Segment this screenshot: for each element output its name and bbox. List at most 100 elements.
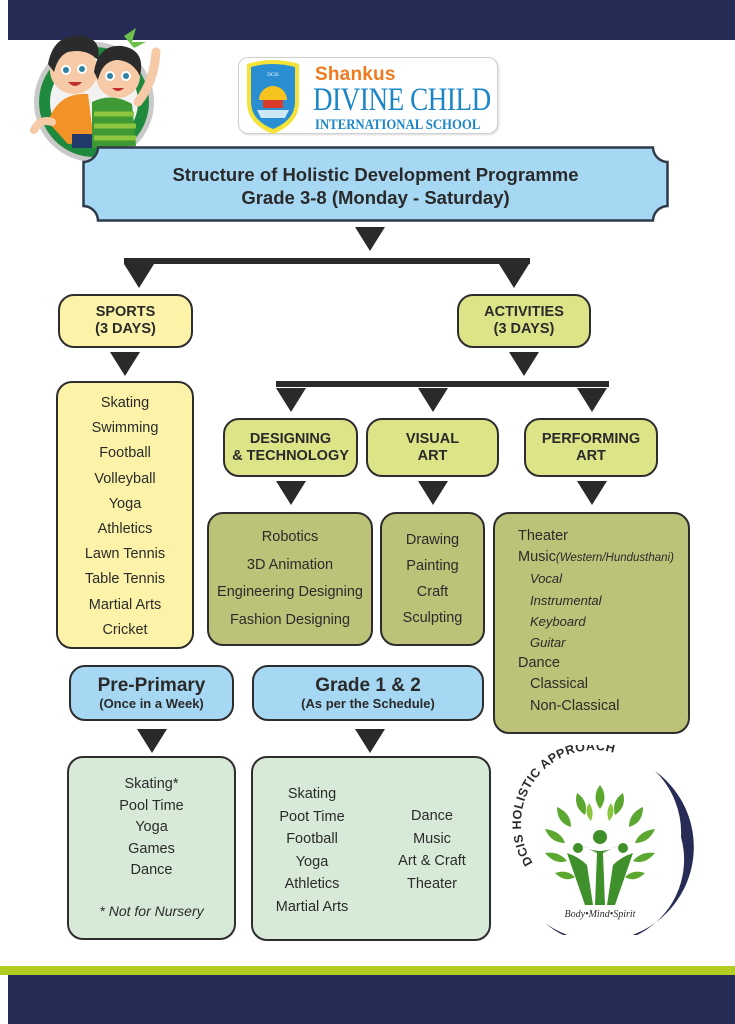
list-item: Martial Arts bbox=[88, 596, 162, 613]
bottom-navy-bar bbox=[8, 975, 735, 1024]
list-item: Engineering Designing bbox=[217, 584, 363, 600]
list-item: Dance bbox=[411, 808, 453, 824]
performing-sub-item: Instrumental bbox=[530, 592, 602, 608]
visual-title-line1: VISUAL bbox=[405, 430, 460, 447]
designing-title-line2: & TECHNOLOGY bbox=[232, 447, 349, 464]
list-item: Yoga bbox=[135, 819, 168, 835]
brand-main-text: DIVINE CHILD bbox=[313, 82, 491, 118]
performing-item: Theater bbox=[518, 528, 568, 544]
grade12-schedule: (As per the Schedule) bbox=[301, 695, 435, 711]
grade12-header: Grade 1 & 2 (As per the Schedule) bbox=[252, 665, 484, 721]
school-crest-icon: DCIS bbox=[247, 60, 299, 134]
arrow-down-icon bbox=[418, 388, 448, 412]
performing-sub-item: Classical bbox=[530, 676, 589, 693]
list-item: Athletics bbox=[97, 520, 153, 537]
performing-item: Music(Western/Hundusthani) bbox=[518, 547, 711, 568]
arrow-down-icon bbox=[110, 352, 140, 376]
performing-sub-item: Guitar bbox=[530, 634, 566, 650]
performing-sub-item: Non-Classical bbox=[530, 697, 620, 714]
page-subtitle: Grade 3-8 (Monday - Saturday) bbox=[241, 187, 510, 208]
page-title: Structure of Holistic Development Progra… bbox=[172, 164, 579, 185]
list-item: Pool Time bbox=[119, 797, 184, 814]
arrow-down-icon bbox=[418, 481, 448, 505]
svg-text:Body•Mind•Spirit: Body•Mind•Spirit bbox=[565, 909, 636, 920]
list-item: Music bbox=[413, 830, 451, 847]
pre-primary-title: Pre-Primary bbox=[97, 674, 206, 696]
arrow-down-icon bbox=[577, 481, 607, 505]
list-item: Dance bbox=[130, 862, 173, 878]
holistic-approach-emblem: DCIS HOLISTIC APPROACH Body•Mind•Spiri bbox=[505, 739, 695, 944]
list-item: Art & Craft bbox=[398, 853, 466, 869]
connector-line bbox=[124, 258, 530, 264]
designing-technology-header: DESIGNING & TECHNOLOGY bbox=[223, 418, 358, 477]
performing-item: Dance bbox=[518, 655, 560, 672]
pre-primary-note: * Not for Nursery bbox=[99, 903, 204, 919]
list-item: Swimming bbox=[91, 420, 159, 437]
arrow-down-icon bbox=[509, 352, 539, 376]
list-item: Martial Arts bbox=[275, 898, 349, 915]
list-item: Football bbox=[99, 445, 151, 462]
list-item: Football bbox=[286, 831, 338, 847]
brand-sub-text: INTERNATIONAL SCHOOL bbox=[315, 117, 481, 133]
title-banner: Structure of Holistic Development Progra… bbox=[82, 146, 669, 222]
performing-sub-item: Keyboard bbox=[530, 613, 586, 629]
list-item: Fashion Designing bbox=[229, 611, 351, 628]
performing-title-line1: PERFORMING bbox=[541, 430, 641, 447]
list-item: Skating bbox=[100, 395, 150, 411]
list-item: Skating bbox=[287, 786, 337, 802]
sports-header: SPORTS (3 DAYS) bbox=[58, 294, 193, 348]
pre-primary-header: Pre-Primary (Once in a Week) bbox=[69, 665, 234, 721]
visual-title-line2: ART bbox=[417, 447, 448, 464]
list-item: Yoga bbox=[108, 495, 142, 512]
kids-mascot-illustration bbox=[28, 22, 168, 172]
performing-art-header: PERFORMING ART bbox=[524, 418, 658, 477]
connector-line bbox=[276, 381, 609, 387]
list-item: 3D Animation bbox=[246, 556, 334, 573]
performing-list-box: Theater Music(Western/Hundusthani) Vocal… bbox=[493, 512, 690, 734]
arrow-down-icon bbox=[137, 729, 167, 753]
bottom-lime-stripe bbox=[0, 966, 735, 975]
music-note: (Western/Hundusthani) bbox=[555, 552, 674, 565]
grade12-title: Grade 1 & 2 bbox=[315, 674, 421, 696]
designing-title-line1: DESIGNING bbox=[249, 430, 332, 447]
performing-sub-item: Vocal bbox=[530, 571, 563, 587]
activities-days: (3 DAYS) bbox=[493, 321, 555, 337]
arrow-down-icon bbox=[355, 729, 385, 753]
brand-top-text: Shankus bbox=[315, 64, 396, 85]
activities-header: ACTIVITIES (3 DAYS) bbox=[457, 294, 591, 348]
list-item: Lawn Tennis bbox=[84, 546, 166, 563]
svg-text:DCIS: DCIS bbox=[267, 73, 279, 78]
pre-primary-schedule: (Once in a Week) bbox=[99, 695, 204, 711]
music-label: Music bbox=[518, 549, 556, 566]
list-item: Table Tennis bbox=[84, 571, 166, 588]
arrow-down-icon bbox=[499, 264, 529, 288]
sports-title: SPORTS bbox=[95, 304, 156, 320]
school-logo: DCIS Shankus DIVINE CHILD INTERNATIONAL … bbox=[238, 57, 498, 134]
list-item: Skating* bbox=[124, 776, 179, 792]
list-item: Sculpting bbox=[402, 610, 463, 626]
sports-days: (3 DAYS) bbox=[95, 321, 156, 337]
list-item: Athletics bbox=[284, 876, 340, 892]
list-item: Games bbox=[128, 840, 175, 857]
activities-title: ACTIVITIES bbox=[484, 304, 564, 320]
list-item: Yoga bbox=[295, 853, 329, 870]
arrow-down-icon bbox=[577, 388, 607, 412]
list-item: Volleyball bbox=[94, 470, 156, 487]
visual-art-header: VISUAL ART bbox=[366, 418, 499, 477]
arrow-down-icon bbox=[276, 481, 306, 505]
list-item: Robotics bbox=[261, 529, 319, 545]
list-item: Drawing bbox=[405, 532, 460, 548]
list-item: Theater bbox=[407, 875, 457, 892]
arrow-down-icon bbox=[355, 227, 385, 251]
